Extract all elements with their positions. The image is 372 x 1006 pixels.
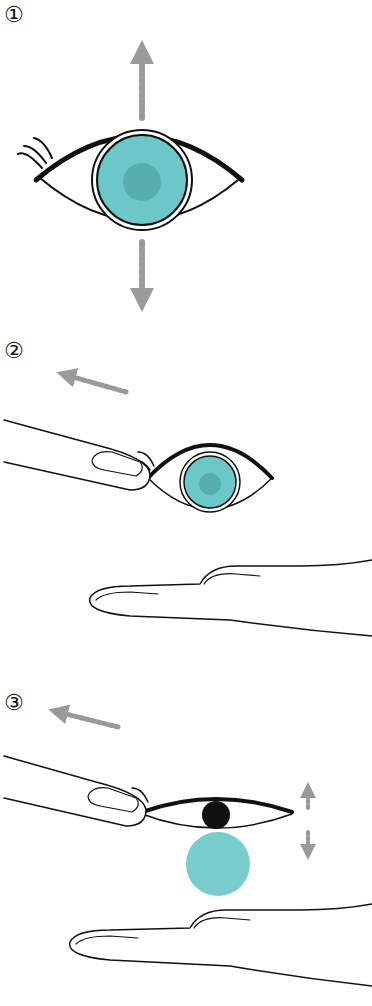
step-number: ① bbox=[4, 4, 24, 26]
eye-open bbox=[18, 52, 242, 300]
step-number: ③ bbox=[4, 692, 24, 714]
step-number: ② bbox=[4, 340, 24, 362]
eye-lens-removal bbox=[4, 712, 372, 986]
eye-finger-pull bbox=[4, 375, 372, 636]
